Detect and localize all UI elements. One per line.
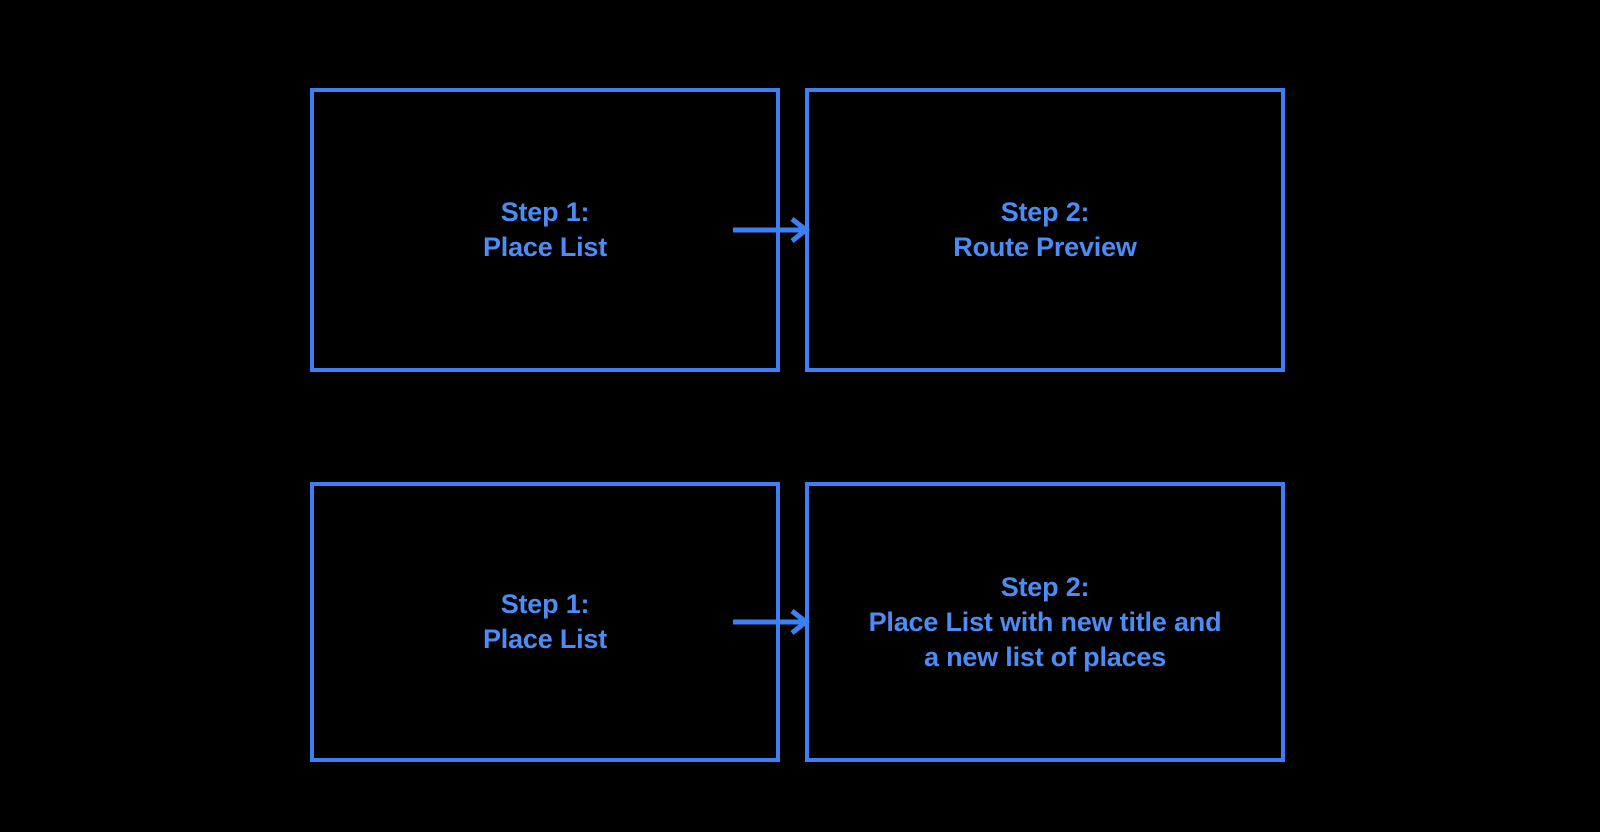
arrow-head [790, 609, 811, 635]
flow-node-label: Step 1: Place List [482, 197, 608, 262]
flow-node-step-1-place-list[interactable]: Step 1: Place List [310, 482, 780, 762]
arrow-head [790, 217, 811, 243]
flow-row-place-list-update: Step 1: Place List Step 2: Place List wi… [0, 482, 1600, 762]
flow-node-label: Step 1: Place List [482, 589, 608, 654]
flow-node-step-2-route-preview[interactable]: Step 2: Route Preview [805, 88, 1285, 372]
flow-node-step-2-place-list-updated[interactable]: Step 2: Place List with new title and a … [805, 482, 1285, 762]
flow-node-step-1-place-list[interactable]: Step 1: Place List [310, 88, 780, 372]
flow-row-route-preview: Step 1: Place List Step 2: Route Preview [0, 88, 1600, 372]
flow-node-label: Step 2: Route Preview [953, 197, 1137, 262]
flow-node-label: Step 2: Place List with new title and a … [868, 571, 1222, 672]
